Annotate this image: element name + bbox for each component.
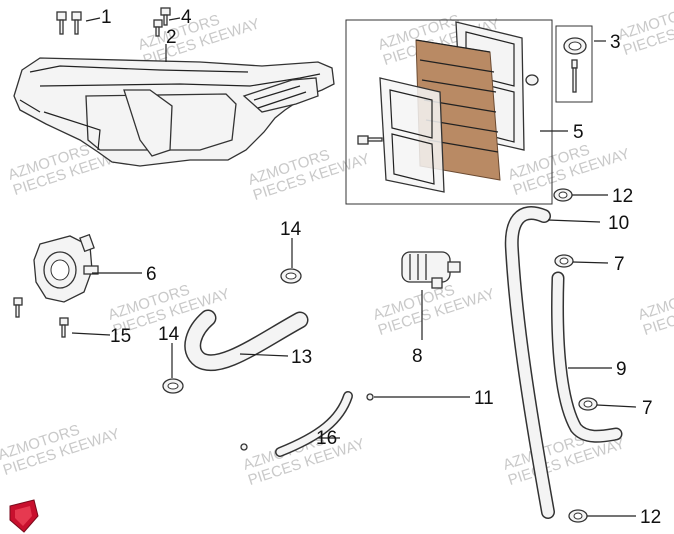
clip-11 xyxy=(240,393,374,451)
screw-1 xyxy=(56,11,82,35)
clamp-12a xyxy=(553,188,573,202)
callout-5: 5 xyxy=(573,122,584,143)
callout-7-lower: 7 xyxy=(642,398,653,419)
callout-8: 8 xyxy=(412,346,423,367)
callout-7-upper: 7 xyxy=(614,254,625,275)
leader-lines xyxy=(71,17,637,517)
clamp-12b xyxy=(568,509,588,523)
callout-4: 4 xyxy=(181,7,192,28)
screw-4 xyxy=(153,7,171,37)
callout-11: 11 xyxy=(474,388,494,409)
callout-14-upper: 14 xyxy=(280,219,302,240)
callout-1: 1 xyxy=(101,7,112,28)
hose-clamp-3 xyxy=(555,25,593,103)
hose-10 xyxy=(504,206,555,519)
valve-8 xyxy=(401,251,461,289)
callout-14-lower: 14 xyxy=(158,324,180,345)
callout-15: 15 xyxy=(110,326,131,347)
hose-16 xyxy=(275,391,353,457)
hose-13 xyxy=(184,309,309,372)
clamp-7b xyxy=(578,397,598,411)
callout-3: 3 xyxy=(610,32,621,53)
callout-2: 2 xyxy=(166,27,177,48)
air-filter-assembly xyxy=(345,19,553,205)
brand-shield-logo xyxy=(9,499,39,533)
callout-9: 9 xyxy=(616,359,627,380)
callout-10: 10 xyxy=(608,213,629,234)
bolt-15 xyxy=(13,297,69,338)
clamp-14b xyxy=(162,378,184,394)
callout-6: 6 xyxy=(146,264,157,285)
callout-16: 16 xyxy=(316,428,337,449)
callout-labels: 1 2 3 4 5 6 7 7 8 9 10 11 12 12 13 14 14… xyxy=(101,7,661,528)
callout-13: 13 xyxy=(291,347,312,368)
clamp-7a xyxy=(554,254,574,268)
air-box-housing xyxy=(13,57,335,167)
clamp-14a xyxy=(280,268,302,284)
callout-12-lower: 12 xyxy=(640,507,661,528)
hose-9 xyxy=(551,271,623,443)
valve-body-6 xyxy=(33,233,99,303)
callout-12-upper: 12 xyxy=(612,186,633,207)
